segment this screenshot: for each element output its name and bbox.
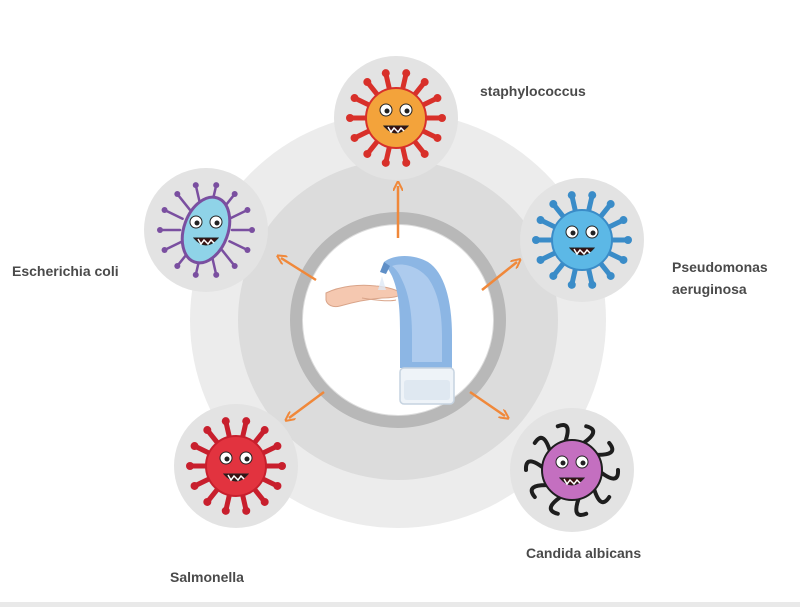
- microbe-label-line: Pseudomonas: [672, 259, 768, 275]
- staphylococcus-germ-icon: [346, 69, 446, 167]
- soap-dispenser-with-hand-icon: [325, 256, 455, 405]
- microbe-label-line: Escherichia coli: [12, 263, 119, 279]
- arrow-to-candida: [469, 390, 505, 416]
- microbe-node-salmonella: [174, 404, 298, 528]
- arrow-to-pseudomonas: [481, 262, 517, 291]
- microbe-node-staphylococcus: [334, 56, 458, 180]
- microbe-label-line: aeruginosa: [672, 281, 747, 297]
- candida-germ-icon: [523, 423, 621, 517]
- microbe-nodes: [144, 56, 644, 532]
- microbe-label-salmonella: Salmonella: [170, 566, 244, 588]
- bottom-strip: [0, 602, 800, 607]
- microbe-label-ecoli: Escherichia coli: [12, 260, 119, 282]
- microbe-label-line: Candida albicans: [526, 545, 642, 561]
- center-disc: [303, 225, 493, 415]
- microbe-label-line: Salmonella: [170, 569, 244, 585]
- microbe-label-line: staphylococcus: [480, 83, 586, 99]
- salmonella-germ-icon: [186, 417, 286, 515]
- arrow-to-ecoli: [281, 258, 317, 282]
- microbe-node-ecoli: [144, 168, 268, 292]
- arrow-to-salmonella: [289, 390, 325, 418]
- escherichia-coli-germ-icon: [157, 182, 255, 278]
- microbe-label-candida: Candida albicans: [526, 542, 641, 564]
- pseudomonas-germ-icon: [532, 191, 632, 289]
- arrows-group: [281, 186, 517, 418]
- microbe-label-staphylococcus: staphylococcus: [480, 80, 586, 102]
- microbe-node-pseudomonas: [520, 178, 644, 302]
- microbe-node-candida: [510, 408, 634, 532]
- microbe-label-pseudomonas: Pseudomonas aeruginosa: [672, 256, 768, 300]
